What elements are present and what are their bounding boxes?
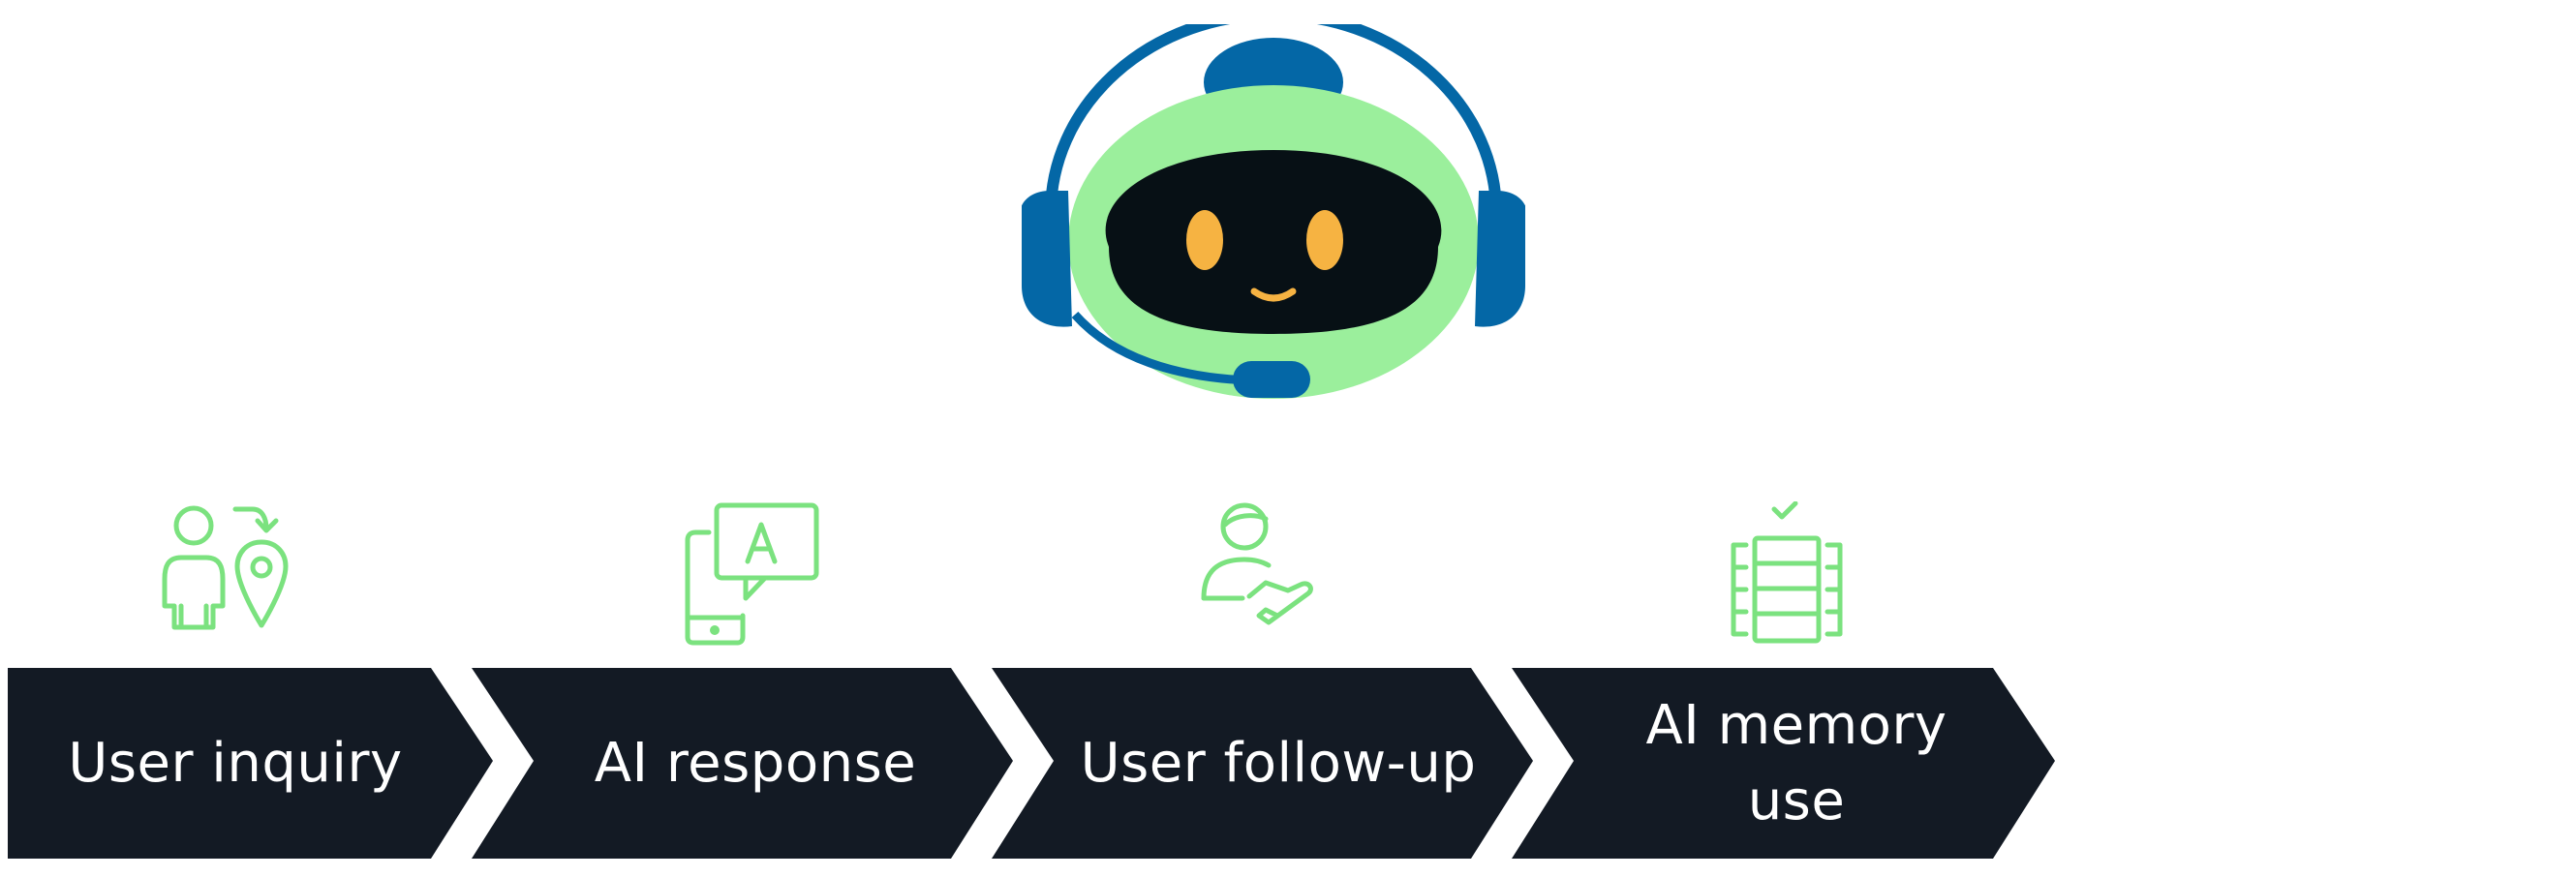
process-arrows	[8, 668, 2055, 859]
phone-chat-translate-icon	[685, 502, 819, 646]
robot-right-eye	[1306, 210, 1343, 270]
microphone-arm	[1071, 312, 1250, 385]
step-label-user-inquiry: User inquiry	[68, 731, 403, 795]
headset-band	[1045, 24, 1502, 214]
robot-left-eye	[1186, 210, 1223, 270]
arrow-step-3	[992, 668, 1533, 859]
robot-smile	[1250, 287, 1297, 302]
arrow-step-1	[8, 668, 493, 859]
step-label-user-follow-up: User follow-up	[1080, 731, 1477, 795]
microphone-icon	[1233, 361, 1310, 398]
robot-mascot-icon	[1022, 24, 1525, 399]
database-check-icon	[1731, 501, 1843, 644]
left-earcup	[1022, 191, 1072, 327]
person-hand-plane-icon	[1201, 502, 1313, 625]
arrow-step-4	[1512, 668, 2055, 859]
arrow-step-2	[472, 668, 1013, 859]
step-label-ai-response: AI response	[594, 731, 917, 795]
person-location-icon	[162, 505, 289, 630]
right-earcup	[1475, 191, 1525, 327]
robot-visor	[1105, 150, 1442, 334]
step-label-ai-memory-use: AI memory use	[1645, 693, 1947, 832]
